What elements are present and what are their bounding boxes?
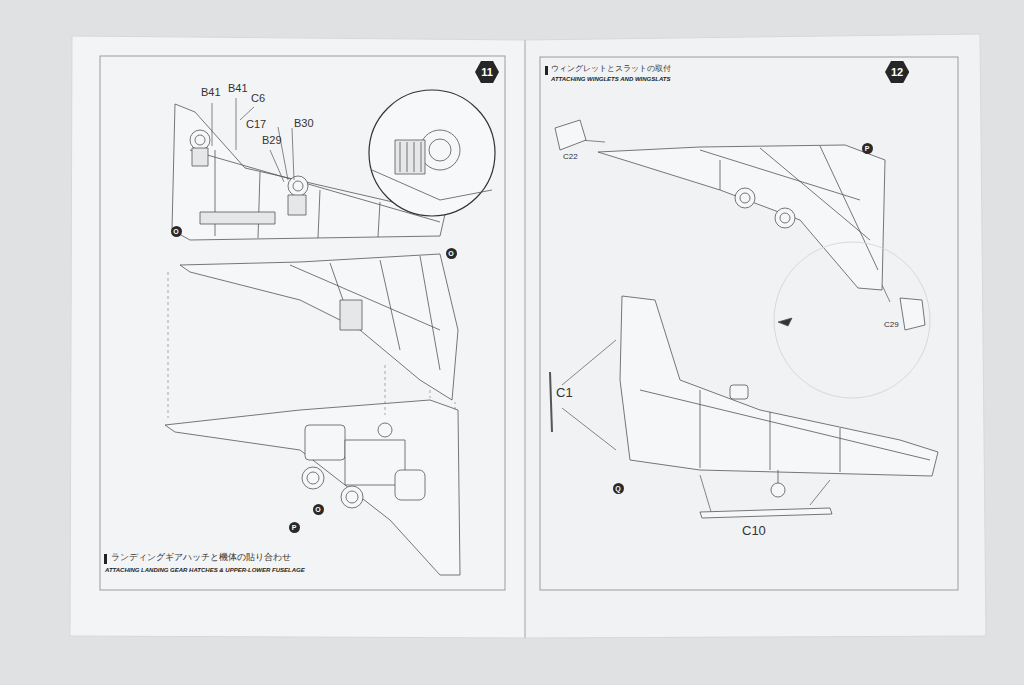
- guide-line: [168, 272, 455, 418]
- step-frame: [540, 57, 958, 590]
- part-number: B41: [201, 86, 221, 98]
- subassembly-marker: O: [171, 226, 182, 237]
- marker-letter: P: [292, 524, 297, 531]
- detail-circle: [774, 242, 930, 398]
- part-number: C22: [563, 153, 578, 162]
- detail-circle: [369, 90, 495, 216]
- step-number-text: 12: [891, 67, 903, 78]
- lower-fuselage: [165, 400, 460, 575]
- step-number: 12: [885, 61, 909, 83]
- marker-letter: O: [315, 506, 320, 513]
- part-number: B41: [228, 82, 248, 94]
- subassembly-marker: O: [313, 504, 324, 515]
- wing-assembly: [550, 296, 938, 518]
- step-caption: ランディングギアハッチと機体の貼り合わせ: [111, 553, 291, 563]
- subassembly-marker: P: [289, 522, 300, 533]
- marker-letter: O: [448, 250, 453, 257]
- marker-letter: Q: [615, 485, 620, 492]
- upper-fuselage: [180, 254, 458, 400]
- marker-letter: O: [173, 228, 178, 235]
- wing-assembly: [555, 120, 925, 330]
- step-number-text: 11: [481, 67, 493, 78]
- part-number: C29: [884, 321, 899, 330]
- subassembly-marker: Q: [613, 483, 624, 494]
- view-arrow: [778, 318, 792, 326]
- marker-letter: P: [865, 145, 870, 152]
- right-page: [525, 34, 986, 638]
- step-caption-english: ATTACHING WINGLETS AND WINGSLATS: [551, 76, 670, 83]
- subassembly-marker: O: [446, 248, 457, 259]
- part-number: C6: [251, 92, 265, 104]
- part-number: C10: [742, 524, 766, 538]
- left-page: [70, 36, 525, 638]
- part-number: C17: [246, 118, 266, 130]
- caption-marker: [545, 66, 548, 75]
- step-caption-english: ATTACHING LANDING GEAR HATCHES & UPPER-L…: [105, 567, 305, 574]
- step-frame: [100, 56, 505, 590]
- page-fold: [524, 40, 526, 638]
- caption-marker: [104, 554, 107, 564]
- part-number: B30: [294, 117, 314, 129]
- part-number: B29: [262, 134, 282, 146]
- step-number: 11: [475, 61, 499, 83]
- subassembly-marker: P: [862, 143, 873, 154]
- step-caption: ウィングレットとスラットの取付: [551, 65, 671, 74]
- part-number: C1: [556, 386, 573, 400]
